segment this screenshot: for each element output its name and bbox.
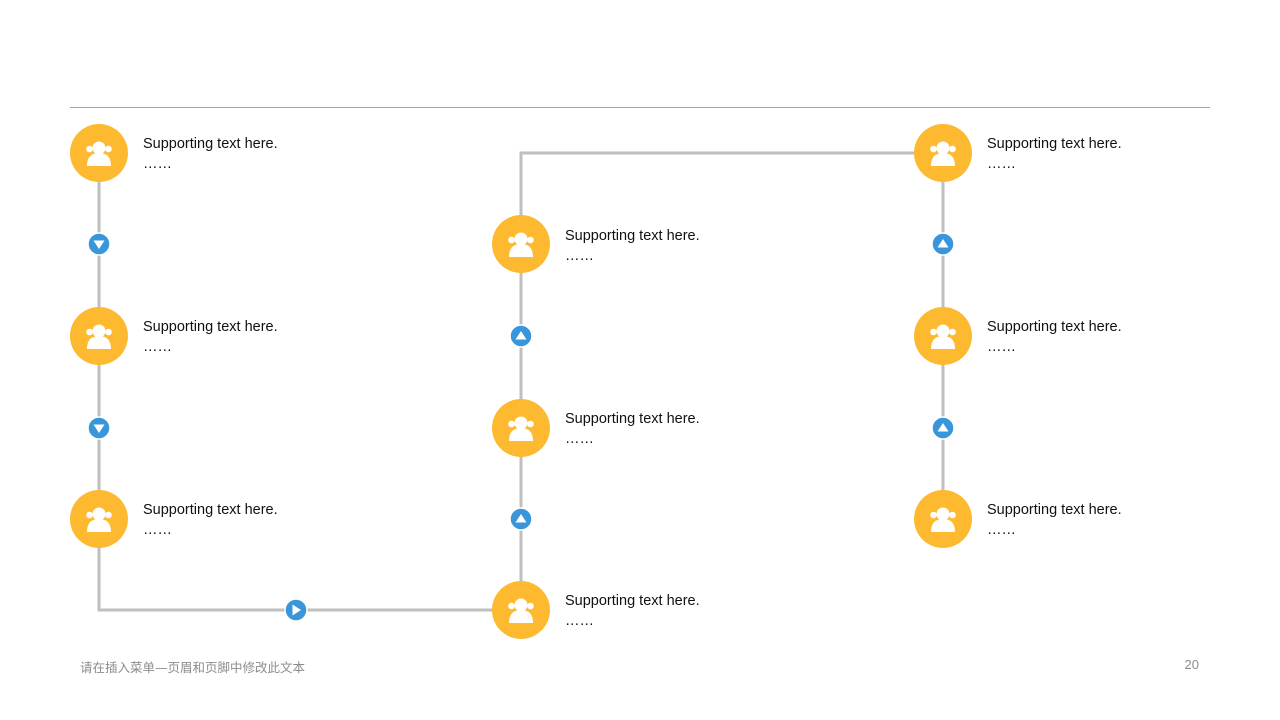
node-title: Supporting text here.: [565, 411, 700, 427]
node-circle: [492, 215, 550, 273]
node-circle: [914, 307, 972, 365]
header-divider: [70, 107, 1210, 108]
node-title: Supporting text here.: [565, 593, 700, 609]
node-detail: ……: [565, 248, 594, 264]
node-circle: [914, 124, 972, 182]
node-circle: [70, 124, 128, 182]
node-label: Supporting text here. ……: [987, 317, 1122, 357]
node-detail: ……: [143, 522, 172, 538]
node-label: Supporting text here. ……: [565, 226, 700, 266]
arrow-down-icon: [87, 232, 111, 256]
node-detail: ……: [987, 522, 1016, 538]
node-circle: [492, 399, 550, 457]
node-title: Supporting text here.: [987, 319, 1122, 335]
node-label: Supporting text here. ……: [143, 500, 278, 540]
node-label: Supporting text here. ……: [987, 134, 1122, 174]
node-circle: [492, 581, 550, 639]
node-detail: ……: [143, 339, 172, 355]
node-title: Supporting text here.: [143, 319, 278, 335]
node-detail: ……: [565, 431, 594, 447]
node-title: Supporting text here.: [987, 502, 1122, 518]
node-title: Supporting text here.: [143, 502, 278, 518]
node-label: Supporting text here. ……: [143, 317, 278, 357]
node-title: Supporting text here.: [143, 136, 278, 152]
node-title: Supporting text here.: [565, 228, 700, 244]
node-label: Supporting text here. ……: [565, 409, 700, 449]
arrow-up-icon: [509, 507, 533, 531]
node-label: Supporting text here. ……: [987, 500, 1122, 540]
node-circle: [70, 307, 128, 365]
node-title: Supporting text here.: [987, 136, 1122, 152]
node-label: Supporting text here. ……: [565, 591, 700, 631]
footer-text: 请在插入菜单—页眉和页脚中修改此文本: [80, 660, 306, 675]
page-number: 20: [1184, 657, 1199, 672]
arrow-up-icon: [509, 324, 533, 348]
node-detail: ……: [987, 339, 1016, 355]
arrow-up-icon: [931, 232, 955, 256]
arrow-right-icon: [284, 598, 308, 622]
node-label: Supporting text here. ……: [143, 134, 278, 174]
node-circle: [70, 490, 128, 548]
node-detail: ……: [143, 156, 172, 172]
node-detail: ……: [987, 156, 1016, 172]
arrow-down-icon: [87, 416, 111, 440]
node-circle: [914, 490, 972, 548]
arrow-up-icon: [931, 416, 955, 440]
node-detail: ……: [565, 613, 594, 629]
